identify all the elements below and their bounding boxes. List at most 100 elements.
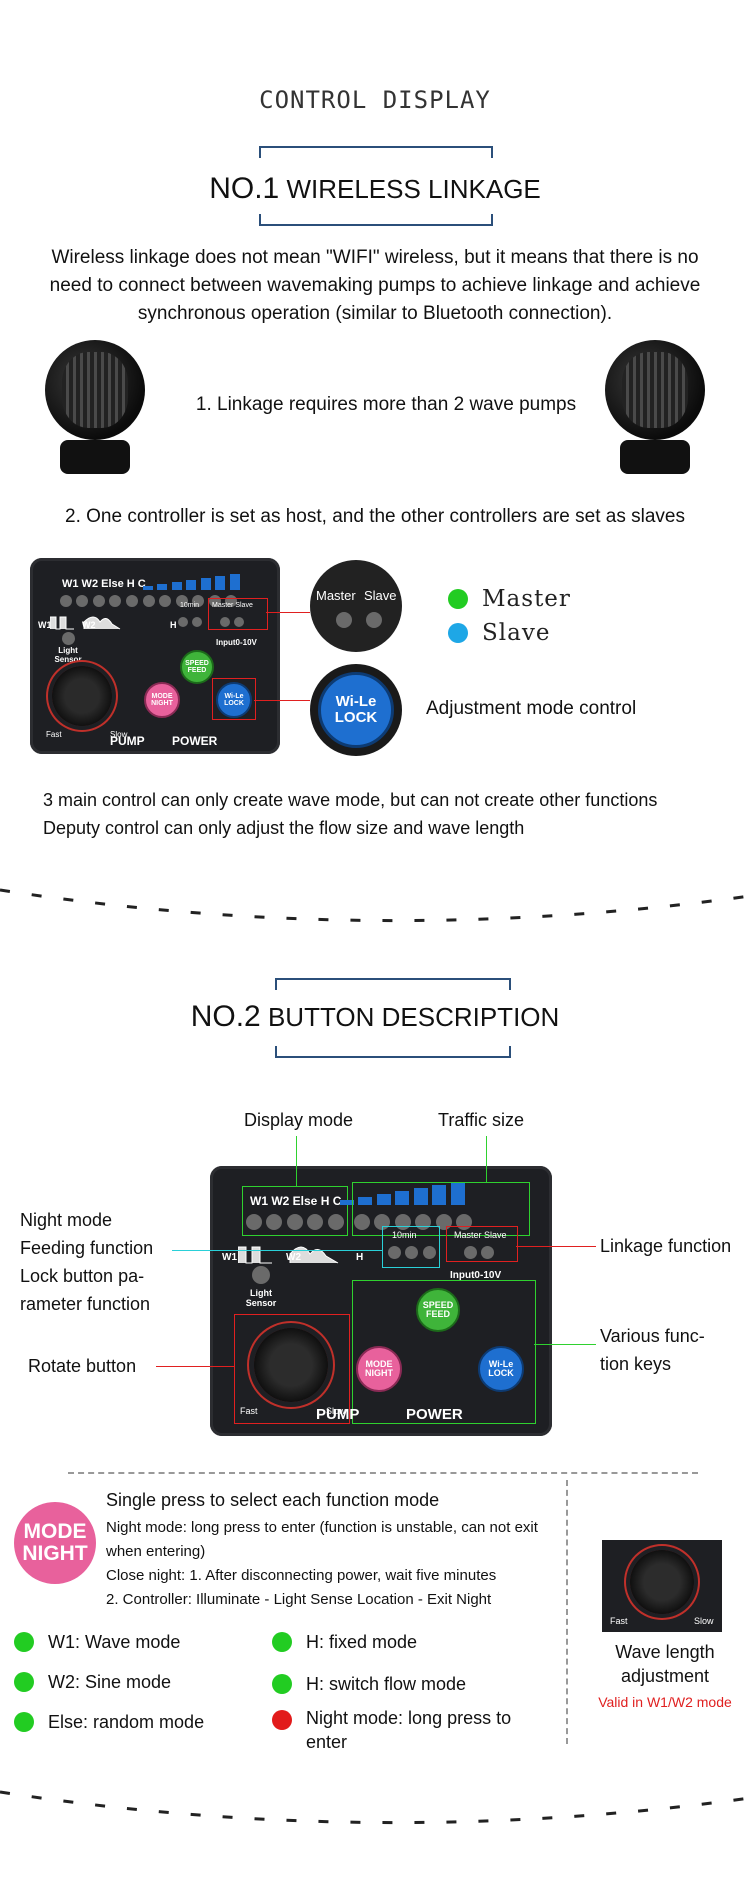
mode-dot-green — [272, 1632, 292, 1652]
mode-item: Else: random mode — [14, 1702, 264, 1742]
timer-leds — [178, 614, 203, 632]
page-title: CONTROL DISPLAY — [259, 86, 491, 114]
connector-rotate — [156, 1366, 234, 1367]
mode-labels: W1 W2 Else H C — [62, 578, 146, 590]
mode-desc-2: Close night: 1. After disconnecting powe… — [106, 1567, 497, 1584]
master-dot — [448, 589, 468, 609]
input-label: Input0-10V — [216, 638, 257, 647]
legend-slave-label: Slave — [482, 620, 551, 646]
label-lock-param-1: Lock button pa- — [20, 1266, 145, 1286]
wave-slow-label: Slow — [694, 1616, 714, 1626]
legend-slave: Slave — [448, 620, 550, 646]
w1-label: W1 — [38, 620, 52, 630]
title-frame-top — [259, 146, 493, 158]
mode-dot-red — [272, 1710, 292, 1730]
mode-item: W1: Wave mode — [14, 1622, 264, 1662]
input-label-2: Input0-10V — [450, 1270, 502, 1281]
highlight-function-keys — [352, 1280, 536, 1424]
pump-label-2: PUMP — [316, 1406, 360, 1423]
title-frame-bottom-2 — [275, 1046, 511, 1058]
timer-label: 10min — [180, 602, 200, 609]
note-main-control: 3 main control can only create wave mode… — [43, 790, 658, 810]
zoom-master-label: Master — [316, 588, 356, 603]
wile-lock-button[interactable]: Wi-Le LOCK — [216, 682, 252, 718]
title-frame-top-2 — [275, 978, 511, 990]
flow-leds — [143, 594, 238, 612]
connector-line-linkage — [266, 612, 310, 613]
divider-wave-2 — [0, 1780, 750, 1840]
mode-dot-green — [14, 1672, 34, 1692]
divider-wave-1 — [0, 878, 750, 938]
slow-label: Slow — [110, 730, 128, 739]
legend-master: Master — [448, 586, 571, 612]
connector-linkage — [516, 1246, 596, 1247]
wave-icons-2 — [237, 1240, 368, 1264]
highlight-linkage-2 — [446, 1226, 518, 1262]
highlight-box-linkage — [208, 598, 268, 630]
mode-leds-2 — [246, 1214, 344, 1235]
mode-dot-green — [272, 1674, 292, 1694]
wave-icons — [49, 612, 140, 630]
connector-various — [534, 1344, 596, 1345]
mode-title: Single press to select each function mod… — [106, 1490, 440, 1510]
mode-badge-bottom: NIGHT — [22, 1542, 88, 1565]
section1-title: WIRELESS LINKAGE — [286, 174, 541, 204]
mode-item: H: switch flow mode — [272, 1662, 562, 1706]
section2-heading: NO.2 BUTTON DESCRIPTION — [0, 1000, 750, 1034]
section1-intro: Wireless linkage does not mean "WIFI" wi… — [49, 247, 701, 324]
mode-item: W2: Sine mode — [14, 1662, 264, 1702]
connector-traffic-v — [486, 1136, 487, 1182]
title-frame-bottom — [259, 214, 493, 226]
pump-label: PUMP — [110, 734, 145, 748]
vertical-separator — [566, 1480, 568, 1744]
timer-label-2: 10min — [392, 1230, 417, 1240]
mode-night-button[interactable]: MODE NIGHT — [144, 682, 180, 718]
zoom-master-slave: Master Slave — [310, 560, 402, 652]
speed-feed-button[interactable]: SPEED FEED — [180, 650, 214, 684]
zoom-lock-label: LOCK — [334, 709, 378, 726]
mode-night-button-2[interactable]: MODE NIGHT — [356, 1346, 402, 1392]
rotate-knob-2[interactable] — [254, 1328, 328, 1402]
label-display-mode: Display mode — [244, 1110, 354, 1130]
wile-lock-button-2[interactable]: Wi-Le LOCK — [478, 1346, 524, 1392]
light-sensor-label-2: Light Sensor — [245, 1288, 277, 1308]
rotate-knob[interactable] — [52, 666, 112, 726]
light-sensor — [62, 632, 75, 645]
section2-title: BUTTON DESCRIPTION — [267, 1002, 560, 1032]
slow-label-2: Slow — [326, 1406, 346, 1416]
label-various-2: tion keys — [600, 1354, 672, 1374]
light-sensor-label: Light Sensor — [54, 646, 82, 664]
mode-list-left: W1: Wave mode W2: Sine mode Else: random… — [14, 1622, 264, 1742]
label-lock-param-2: rameter function — [20, 1294, 151, 1314]
label-various-1: Various func- — [600, 1326, 705, 1346]
wave-length-label: Wave length adjustment — [615, 1642, 715, 1686]
power-label: POWER — [172, 734, 218, 748]
mode-item: Night mode: long press to enter — [272, 1706, 562, 1754]
mode-night-badge: MODE NIGHT — [14, 1502, 96, 1584]
label-night-mode: Night mode — [20, 1210, 113, 1230]
label-feeding: Feeding function — [20, 1238, 154, 1258]
point-2: 2. One controller is set as host, and th… — [65, 506, 685, 527]
slave-dot — [448, 623, 468, 643]
mode-dot-green — [14, 1632, 34, 1652]
speed-feed-button-2[interactable]: SPEED FEED — [416, 1288, 460, 1332]
flow-bar — [143, 572, 240, 590]
section2-number: NO.2 — [190, 1000, 261, 1033]
master-slave-leds-2 — [464, 1246, 495, 1264]
h-label-2: H — [356, 1252, 364, 1263]
section1-number: NO.1 — [209, 172, 280, 205]
w1-label-2: W1 — [222, 1252, 237, 1263]
connector-display-v — [296, 1136, 297, 1186]
mode-item: H: fixed mode — [272, 1622, 562, 1662]
highlight-night-feed-lock — [382, 1226, 440, 1268]
mode-labels-2: W1 W2 Else H C — [250, 1194, 342, 1208]
mode-dot-green — [14, 1712, 34, 1732]
w2-label-2: W2 — [286, 1252, 301, 1263]
adjustment-label: Adjustment mode control — [426, 698, 637, 719]
label-linkage: Linkage function — [600, 1236, 732, 1256]
wave-pump-image-left — [40, 340, 150, 475]
timer-leds-2 — [388, 1246, 436, 1264]
mode-leds — [60, 594, 138, 612]
fast-label-2: Fast — [240, 1406, 258, 1416]
section1-heading: NO.1 WIRELESS LINKAGE — [0, 172, 750, 206]
